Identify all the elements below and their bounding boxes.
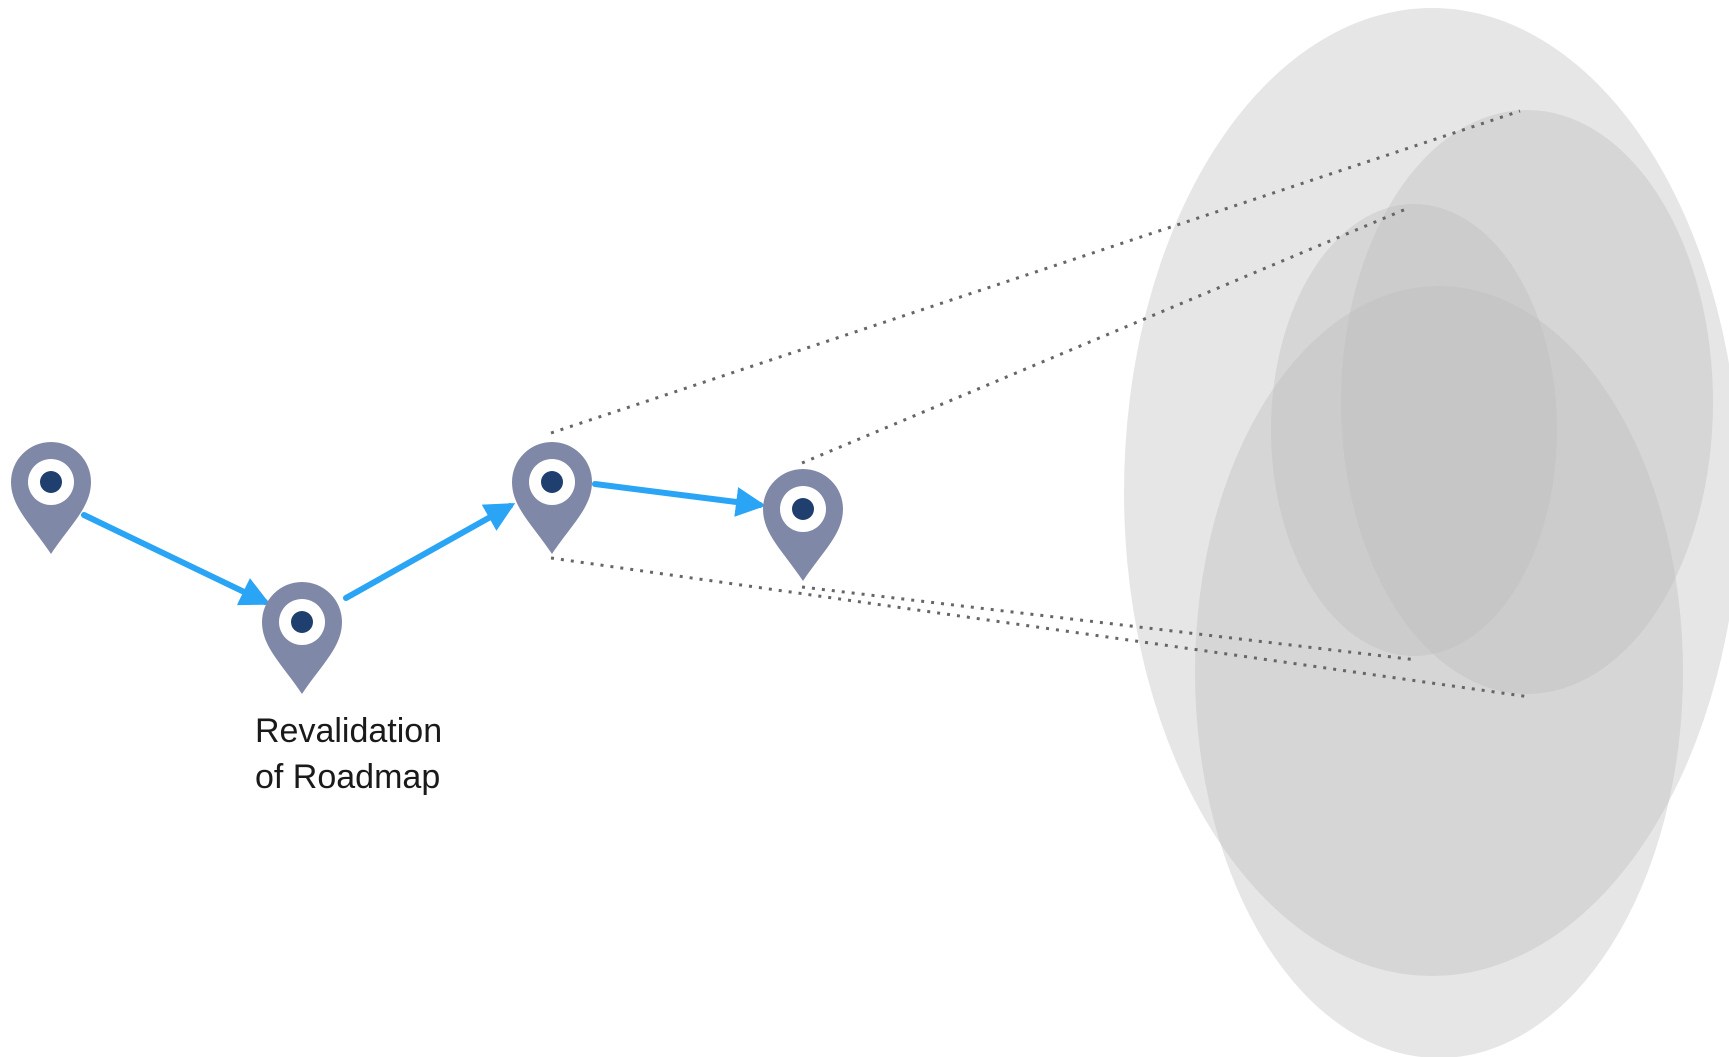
projection-line-top-outer (550, 109, 1521, 435)
arrow-3-to-4 (592, 481, 766, 517)
arrow-1-to-2 (81, 512, 271, 606)
ellipse-large-outer (1124, 8, 1729, 976)
pins (11, 442, 843, 694)
ellipse-group (1124, 8, 1729, 1057)
projection-lines (550, 109, 1531, 699)
map-pin-icon (11, 442, 91, 554)
pin-label-revalidation: Revalidation of Roadmap (255, 708, 485, 800)
map-pin-icon (262, 582, 342, 694)
ellipse-inner (1271, 204, 1557, 656)
pin-label-line-2: of Roadmap (255, 758, 441, 796)
map-pin-icon (763, 469, 843, 581)
map-pin-icon (512, 442, 592, 554)
ellipse-lower (1195, 286, 1683, 1057)
arrow-2-to-3 (343, 503, 516, 601)
arrows (81, 481, 766, 606)
pin-label-line-1: Revalidation (255, 712, 443, 750)
ellipse-upper-right (1341, 110, 1713, 694)
